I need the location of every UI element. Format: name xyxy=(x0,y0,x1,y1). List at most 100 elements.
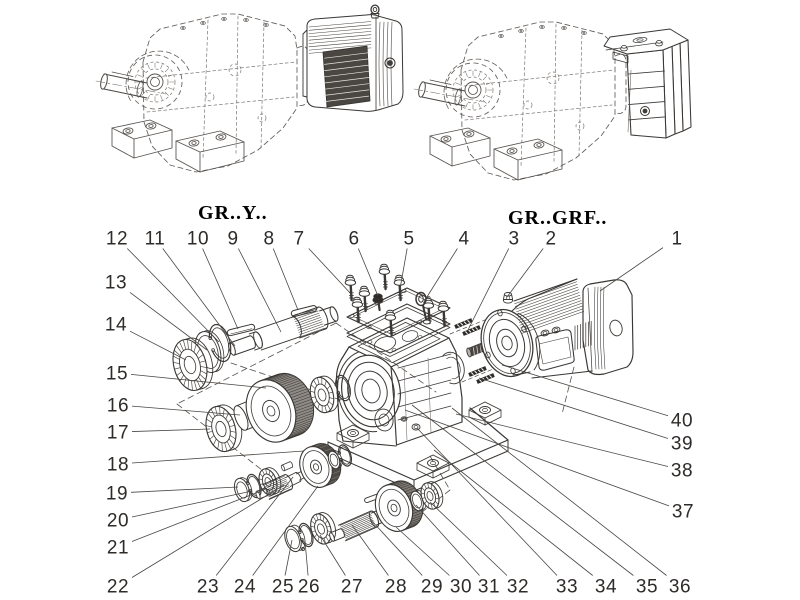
gr-grf-input-flange-block xyxy=(640,106,650,116)
input-shaft-group xyxy=(254,316,294,331)
gr-y-gearbox-outline xyxy=(141,68,146,73)
intermediate-shaft-group xyxy=(327,480,337,484)
leader-line-36 xyxy=(451,407,667,576)
first-stage-gear-group xyxy=(215,420,227,438)
output-shaft-group xyxy=(339,528,345,538)
gr-y-gearbox-outline xyxy=(136,80,144,98)
output-shaft-group xyxy=(291,524,306,551)
input-shaft-group xyxy=(323,320,337,326)
electric-motor xyxy=(515,284,578,307)
output-shaft-group xyxy=(378,488,410,528)
intermediate-shaft-group xyxy=(281,461,291,466)
gr-y-gearbox-outline xyxy=(180,26,186,30)
gr-y-gearbox-outline xyxy=(146,73,164,91)
leader-line-16 xyxy=(131,405,241,416)
gr-y-gearbox-outline xyxy=(164,91,169,96)
input-shaft-group xyxy=(226,323,256,337)
output-shaft-group xyxy=(406,523,418,528)
first-stage-gear-group xyxy=(313,400,318,405)
intermediate-shaft-group xyxy=(265,480,288,491)
gear-housing-body xyxy=(373,336,397,352)
leader-line-8 xyxy=(272,248,299,311)
input-shaft-group xyxy=(208,336,213,340)
gear-housing-body xyxy=(374,408,394,432)
intermediate-shaft-group xyxy=(268,488,292,500)
gr-y-motor xyxy=(324,52,370,59)
gear-housing-body xyxy=(361,378,381,404)
callout-27: 27 xyxy=(341,577,363,598)
gr-y-motor xyxy=(324,70,370,78)
gr-grf-gearbox-outline xyxy=(463,130,475,138)
output-shaft-group xyxy=(286,528,300,550)
intermediate-shaft-group xyxy=(319,444,328,449)
callout-21: 21 xyxy=(107,538,129,559)
callout-28: 28 xyxy=(385,577,407,598)
gr-grf-gearbox-outline xyxy=(445,62,501,118)
output-shaft-group xyxy=(345,524,376,539)
intermediate-shaft-group xyxy=(271,474,274,478)
first-stage-gear-group xyxy=(208,413,214,420)
gr-grf-gearbox-outline xyxy=(459,76,487,104)
housing-cover-and-bolts xyxy=(351,301,364,308)
output-shaft-group xyxy=(427,482,429,488)
callout-24: 24 xyxy=(234,577,256,598)
callout-20: 20 xyxy=(107,511,129,532)
housing-cover-and-bolts xyxy=(383,271,387,291)
gear-housing-body xyxy=(430,461,436,465)
electric-motor xyxy=(468,366,487,377)
gr-grf-gearbox-outline xyxy=(429,127,491,167)
input-shaft-group xyxy=(294,310,319,320)
electric-motor xyxy=(465,331,468,334)
output-shaft-group xyxy=(395,481,407,486)
input-shaft-group xyxy=(233,347,255,356)
gr-y-gearbox-outline xyxy=(205,92,215,102)
electric-motor xyxy=(582,279,634,376)
input-shaft-group xyxy=(194,380,197,390)
intermediate-shaft-group xyxy=(331,470,341,475)
electric-motor xyxy=(501,335,513,351)
gr-y-motor xyxy=(324,95,370,102)
gear-housing-body xyxy=(413,425,419,429)
first-stage-gear-group xyxy=(327,404,331,410)
first-stage-gear-group xyxy=(282,380,301,388)
input-shaft-group xyxy=(198,354,204,359)
callout-32: 32 xyxy=(507,577,529,598)
output-shaft-group xyxy=(311,520,315,524)
output-shaft-group xyxy=(323,538,326,544)
input-shaft-group xyxy=(260,336,300,351)
gr-y-gearbox-outline xyxy=(111,119,173,159)
leader-line-29 xyxy=(369,518,423,576)
output-shaft-group xyxy=(420,492,425,495)
gr-y-motor xyxy=(324,58,370,65)
housing-cover-and-bolts xyxy=(437,305,450,312)
electric-motor xyxy=(520,308,584,331)
gr-grf-gearbox-outline xyxy=(486,82,491,85)
input-shaft-group xyxy=(174,350,181,356)
gr-y-motor xyxy=(302,95,308,98)
gr-y-gearbox-outline xyxy=(122,127,134,135)
callout-34: 34 xyxy=(595,577,617,598)
gear-housing-body xyxy=(342,440,397,447)
leader-line-4 xyxy=(424,248,458,301)
output-shaft-group xyxy=(324,520,328,524)
gr-grf-input-flange-block xyxy=(642,108,648,114)
gr-grf-gearbox-outline xyxy=(454,88,462,106)
input-shaft-group xyxy=(179,342,184,351)
gr-y-gearbox-outline xyxy=(127,54,183,110)
first-stage-gear-group xyxy=(294,401,313,409)
first-stage-gear-group xyxy=(286,384,304,391)
electric-motor xyxy=(476,345,479,354)
gear-housing-body xyxy=(468,401,502,419)
leader-line-10 xyxy=(202,248,239,330)
first-stage-gear-group xyxy=(266,405,276,417)
first-stage-gear-group xyxy=(335,374,351,402)
gr-grf-gearbox-outline xyxy=(536,143,542,147)
first-stage-gear-group xyxy=(324,405,327,413)
callout-8: 8 xyxy=(263,229,274,250)
intermediate-shaft-group xyxy=(323,448,333,452)
output-shaft-group xyxy=(390,480,402,485)
gr-grf-gearbox-outline xyxy=(553,23,557,163)
output-shaft-group xyxy=(325,536,329,542)
output-shaft-group xyxy=(329,528,341,534)
gr-y-motor xyxy=(378,21,381,107)
